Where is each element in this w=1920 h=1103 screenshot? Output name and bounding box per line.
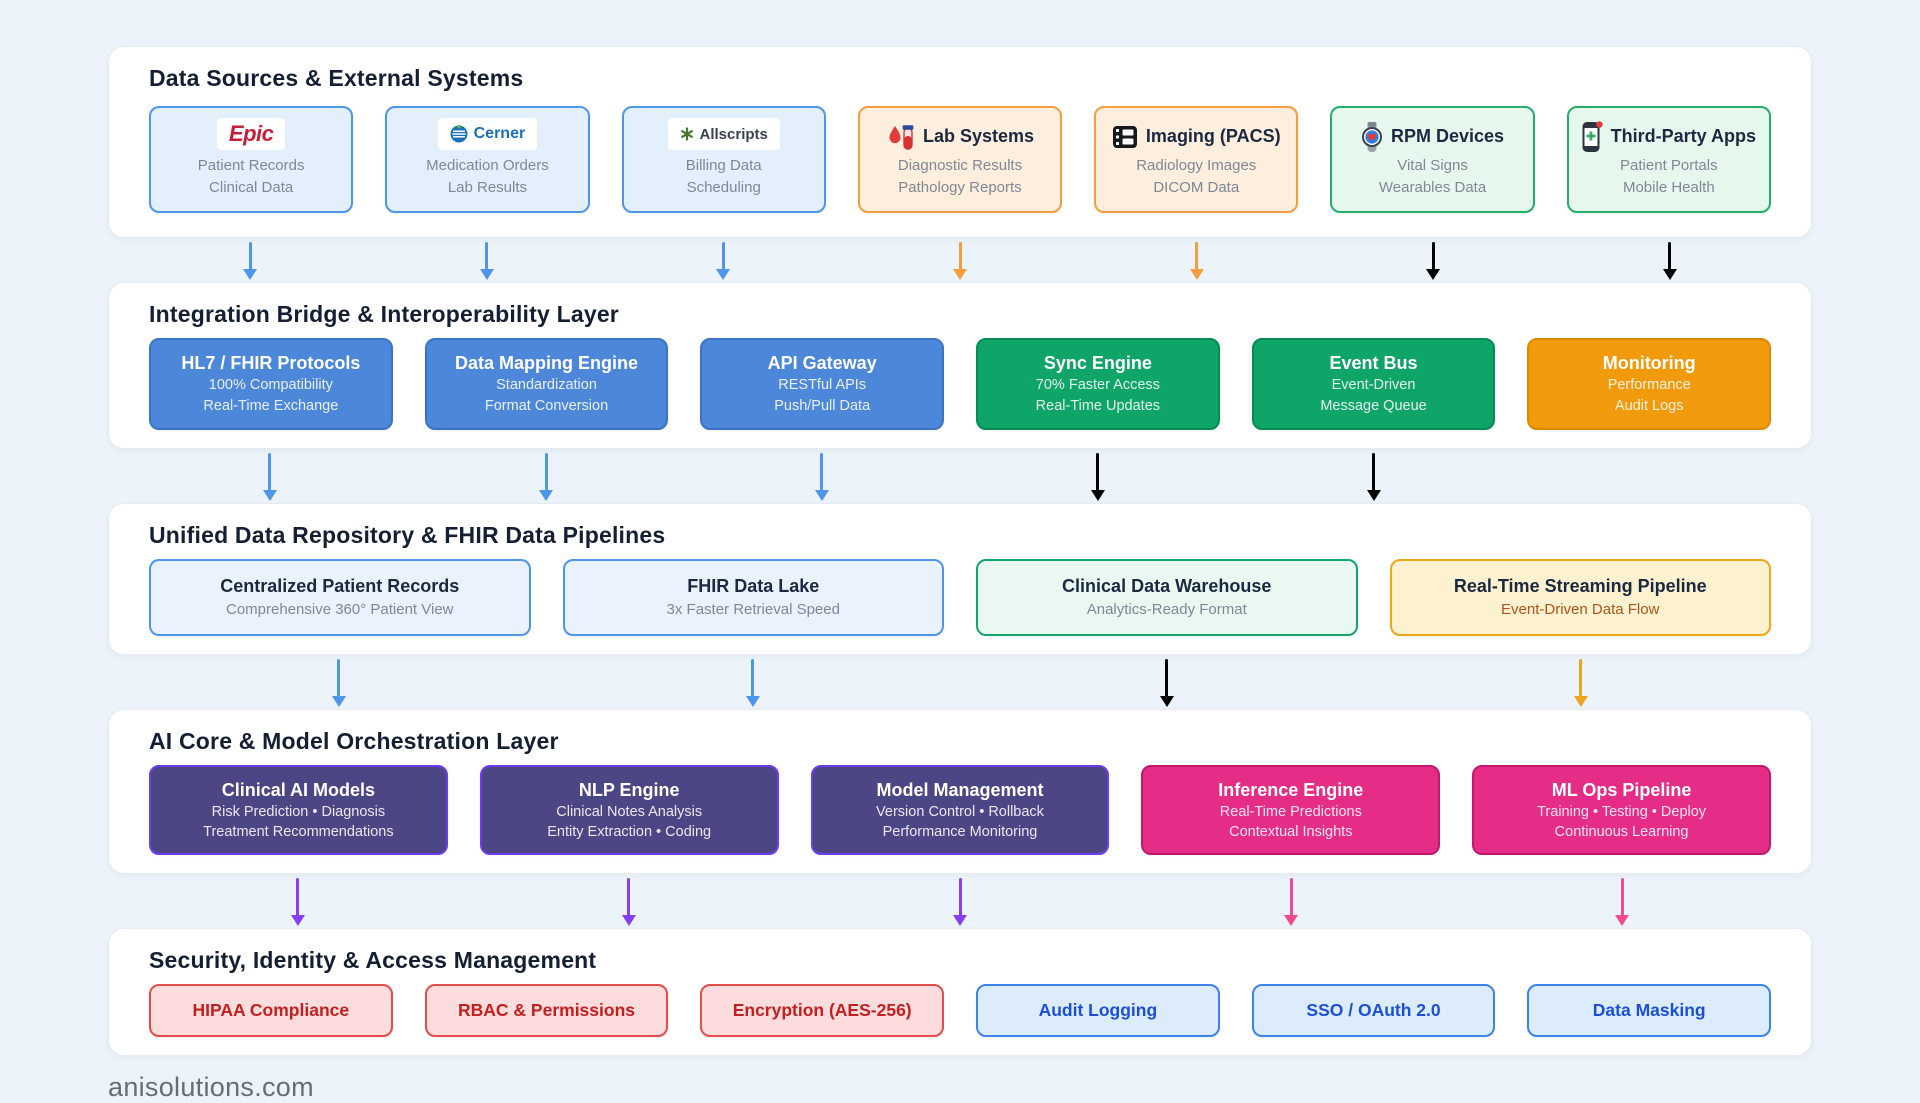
repository-row: Centralized Patient Records Comprehensiv… — [149, 559, 1771, 636]
card-imaging-pacs: Imaging (PACS) Radiology Images DICOM Da… — [1094, 106, 1299, 213]
card-line: Clinical Data — [209, 179, 294, 196]
card-line: Medication Orders — [426, 157, 549, 174]
card-line: DICOM Data — [1153, 179, 1240, 196]
card-line: Pathology Reports — [898, 179, 1022, 196]
flow-arrow-down — [1426, 242, 1441, 280]
card-sync-engine: Sync Engine 70% Faster Access Real-Time … — [976, 338, 1220, 430]
flow-arrow-down — [479, 242, 494, 280]
card-line: Billing Data — [685, 157, 762, 174]
card-monitoring: Monitoring Performance Audit Logs — [1527, 338, 1772, 430]
flow-arrow-down — [1159, 659, 1174, 707]
layer-title-integration: Integration Bridge & Interoperability La… — [149, 301, 619, 327]
card-line: Scheduling — [686, 179, 761, 196]
card-sso-oauth: SSO / OAuth 2.0 — [1251, 984, 1496, 1037]
flow-arrow-down — [1189, 242, 1204, 280]
card-line: Diagnostic Results — [897, 157, 1023, 174]
card-rpm-devices: RPM Devices Vital Signs Wearables Data — [1330, 106, 1535, 213]
arrow-zone-integration-to-repository — [108, 449, 1812, 503]
card-data-mapping-engine: Data Mapping Engine Standardization Form… — [424, 338, 669, 430]
smartwatch-icon — [1361, 121, 1383, 153]
card-lab-systems: Lab Systems Diagnostic Results Pathology… — [857, 106, 1063, 213]
card-hipaa-compliance: HIPAA Compliance — [149, 984, 393, 1037]
layer-title-repository: Unified Data Repository & FHIR Data Pipe… — [149, 522, 666, 548]
card-clinical-ai-models: Clinical AI Models Risk Prediction • Dia… — [149, 765, 448, 855]
card-line: Patient Records — [197, 157, 305, 174]
cerner-logo: Cerner — [437, 118, 538, 150]
flow-arrow-down — [814, 453, 829, 501]
flow-arrow-down — [331, 659, 346, 707]
flow-arrow-down — [953, 242, 967, 280]
architecture-diagram: Data Sources & External Systems Epic Pat… — [108, 46, 1812, 1102]
card-realtime-streaming-pipeline: Real-Time Streaming Pipeline Event-Drive… — [1389, 559, 1771, 636]
card-nlp-engine: NLP Engine Clinical Notes Analysis Entit… — [479, 765, 779, 855]
cerner-globe-icon — [450, 125, 468, 143]
flow-arrow-down — [290, 878, 305, 926]
card-allscripts: Allscripts Billing Data Scheduling — [621, 106, 826, 213]
card-third-party-apps: Third-Party Apps Patient Portals Mobile … — [1566, 106, 1771, 213]
arrow-zone-repository-to-ai — [108, 655, 1812, 709]
ai-core-row: Clinical AI Models Risk Prediction • Dia… — [149, 765, 1771, 855]
integration-row: HL7 / FHIR Protocols 100% Compatibility … — [149, 338, 1772, 430]
layer-data-sources: Data Sources & External Systems Epic Pat… — [108, 46, 1812, 238]
layer-title-security: Security, Identity & Access Management — [149, 947, 597, 973]
mobile-health-icon — [1582, 120, 1603, 153]
security-row: HIPAA Compliance RBAC & Permissions Encr… — [149, 984, 1772, 1037]
card-event-bus: Event Bus Event-Driven Message Queue — [1251, 338, 1496, 430]
card-line: Vital Signs — [1397, 157, 1468, 174]
flow-arrow-down — [1615, 878, 1630, 926]
layer-title-data-sources: Data Sources & External Systems — [149, 65, 524, 91]
layer-security: Security, Identity & Access Management H… — [108, 928, 1812, 1056]
card-rbac-permissions: RBAC & Permissions — [424, 984, 669, 1037]
epic-logo: Epic — [216, 118, 286, 150]
layer-title-ai-core: AI Core & Model Orchestration Layer — [149, 728, 559, 754]
flow-arrow-down — [716, 242, 731, 280]
flow-arrow-down — [1284, 878, 1299, 926]
flow-arrow-down — [1662, 242, 1677, 280]
film-xray-icon — [1112, 124, 1138, 150]
arrow-zone-ai-to-security — [108, 874, 1812, 928]
card-clinical-data-warehouse: Clinical Data Warehouse Analytics-Ready … — [976, 559, 1358, 636]
data-sources-row: Epic Patient Records Clinical Data Cerne… — [149, 106, 1771, 213]
layer-integration-bridge: Integration Bridge & Interoperability La… — [108, 282, 1812, 449]
card-line: Wearables Data — [1378, 179, 1487, 196]
flow-arrow-down — [539, 453, 554, 501]
card-line: Lab Results — [447, 179, 528, 196]
card-cerner: Cerner Medication Orders Lab Results — [385, 106, 590, 213]
flow-arrow-down — [262, 453, 277, 501]
allscripts-logo: Allscripts — [667, 118, 780, 150]
flow-arrow-down — [243, 242, 258, 280]
card-ml-ops-pipeline: ML Ops Pipeline Training • Testing • Dep… — [1472, 765, 1771, 855]
flow-arrow-down — [1090, 453, 1105, 501]
card-data-masking: Data Masking — [1527, 984, 1772, 1037]
card-api-gateway: API Gateway RESTful APIs Push/Pull Data — [700, 338, 945, 430]
card-line: Radiology Images — [1136, 157, 1257, 174]
flow-arrow-down — [621, 878, 636, 926]
flow-arrow-down — [1366, 453, 1381, 501]
arrow-zone-sources-to-integration — [108, 238, 1812, 282]
card-centralized-patient-records: Centralized Patient Records Comprehensiv… — [149, 559, 531, 636]
layer-unified-repository: Unified Data Repository & FHIR Data Pipe… — [108, 503, 1812, 655]
card-model-management: Model Management Version Control • Rollb… — [810, 765, 1110, 855]
flow-arrow-down — [953, 878, 967, 926]
layer-ai-core: AI Core & Model Orchestration Layer Clin… — [108, 709, 1812, 874]
lab-blood-testtube-icon — [886, 123, 915, 151]
card-line: Patient Portals — [1620, 157, 1718, 174]
card-audit-logging: Audit Logging — [976, 984, 1220, 1037]
website-footer: anisolutions.com — [108, 1072, 314, 1102]
card-fhir-data-lake: FHIR Data Lake 3x Faster Retrieval Speed — [562, 559, 944, 636]
card-line: Mobile Health — [1622, 179, 1715, 196]
flow-arrow-down — [1573, 659, 1588, 707]
card-inference-engine: Inference Engine Real-Time Predictions C… — [1141, 765, 1441, 855]
allscripts-asterisk-icon — [680, 127, 694, 141]
flow-arrow-down — [745, 659, 760, 707]
card-epic: Epic Patient Records Clinical Data — [149, 106, 354, 213]
card-hl7-fhir-protocols: HL7 / FHIR Protocols 100% Compatibility … — [149, 338, 393, 430]
card-encryption-aes256: Encryption (AES-256) — [700, 984, 945, 1037]
